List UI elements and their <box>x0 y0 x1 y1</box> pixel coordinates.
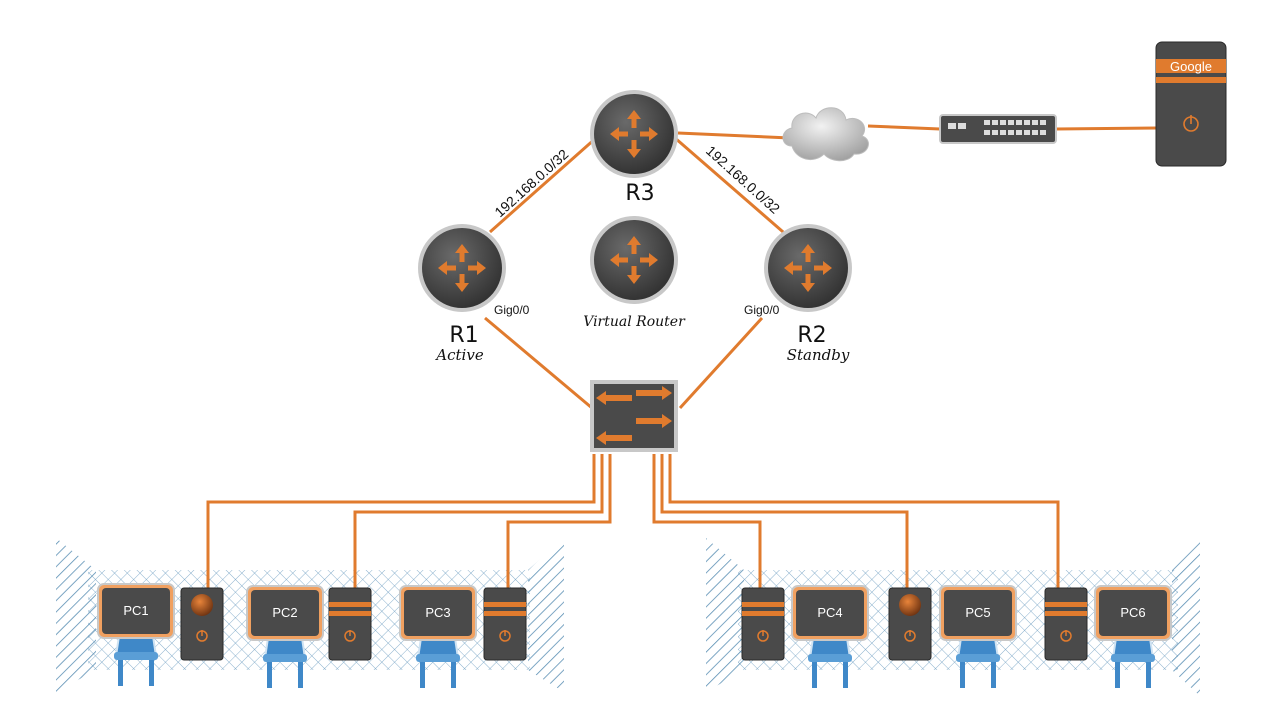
link-r1-switch <box>484 316 593 410</box>
link-r3-r2 <box>674 136 791 240</box>
pc-tower-6[interactable] <box>1044 587 1088 661</box>
router-r1[interactable] <box>418 224 506 312</box>
router-r2-port: Gig0/0 <box>744 303 780 317</box>
pc-workstation-4[interactable]: PC4 <box>791 585 869 689</box>
router-virtual[interactable] <box>590 216 678 304</box>
pc-label-1: PC1 <box>123 603 148 618</box>
link-switch-tower3 <box>506 454 612 588</box>
pc-tower-4[interactable] <box>741 587 785 661</box>
link-internet-switch-server <box>1055 126 1159 131</box>
links <box>206 124 1159 588</box>
pc-label-4: PC4 <box>817 605 842 620</box>
server-label: Google <box>1170 59 1212 74</box>
router-r2[interactable] <box>764 224 852 312</box>
link-switch-tower2 <box>353 454 604 588</box>
pc-tower-2[interactable] <box>328 587 372 661</box>
google-server[interactable] <box>1155 41 1227 167</box>
link-r2-switch <box>678 316 764 410</box>
pc-workstation-5[interactable]: PC5 <box>939 585 1017 689</box>
pc-label-3: PC3 <box>425 605 450 620</box>
cloud-icon <box>782 107 869 162</box>
pc-workstation-3[interactable]: PC3 <box>399 585 477 689</box>
router-r2-label: R2 <box>797 323 826 348</box>
pc-workstation-1[interactable]: PC1 <box>97 583 175 687</box>
pc-tower-5[interactable] <box>888 587 932 661</box>
pc-workstation-6[interactable]: PC6 <box>1094 585 1172 689</box>
link-switch-tower5 <box>660 454 909 588</box>
pc-tower-1[interactable] <box>180 587 224 661</box>
link-switch-tower4 <box>652 454 762 588</box>
virtual-router-label: Virtual Router <box>583 314 686 330</box>
internet-switch[interactable] <box>939 114 1057 144</box>
router-r1-port: Gig0/0 <box>494 303 530 317</box>
link-r1-r3 <box>489 128 606 234</box>
router-r1-role: Active <box>434 346 484 364</box>
core-switch[interactable] <box>590 380 678 452</box>
link-switch-tower6 <box>668 454 1060 588</box>
network-label-r1-r3: 192.168.0.0/32 <box>491 146 571 221</box>
link-switch-tower1 <box>206 454 596 588</box>
pc-label-6: PC6 <box>1120 605 1145 620</box>
link-cloud-internet-switch <box>867 124 941 131</box>
router-r1-label: R1 <box>449 323 478 348</box>
pc-label-2: PC2 <box>272 605 297 620</box>
router-r2-role: Standby <box>787 346 850 364</box>
pc-workstation-2[interactable]: PC2 <box>246 585 324 689</box>
network-label-r3-r2: 192.168.0.0/32 <box>703 142 783 217</box>
router-r3-label: R3 <box>625 181 654 206</box>
link-r3-cloud <box>677 131 791 140</box>
pc-tower-3[interactable] <box>483 587 527 661</box>
router-r3[interactable] <box>590 90 678 178</box>
pc-label-5: PC5 <box>965 605 990 620</box>
